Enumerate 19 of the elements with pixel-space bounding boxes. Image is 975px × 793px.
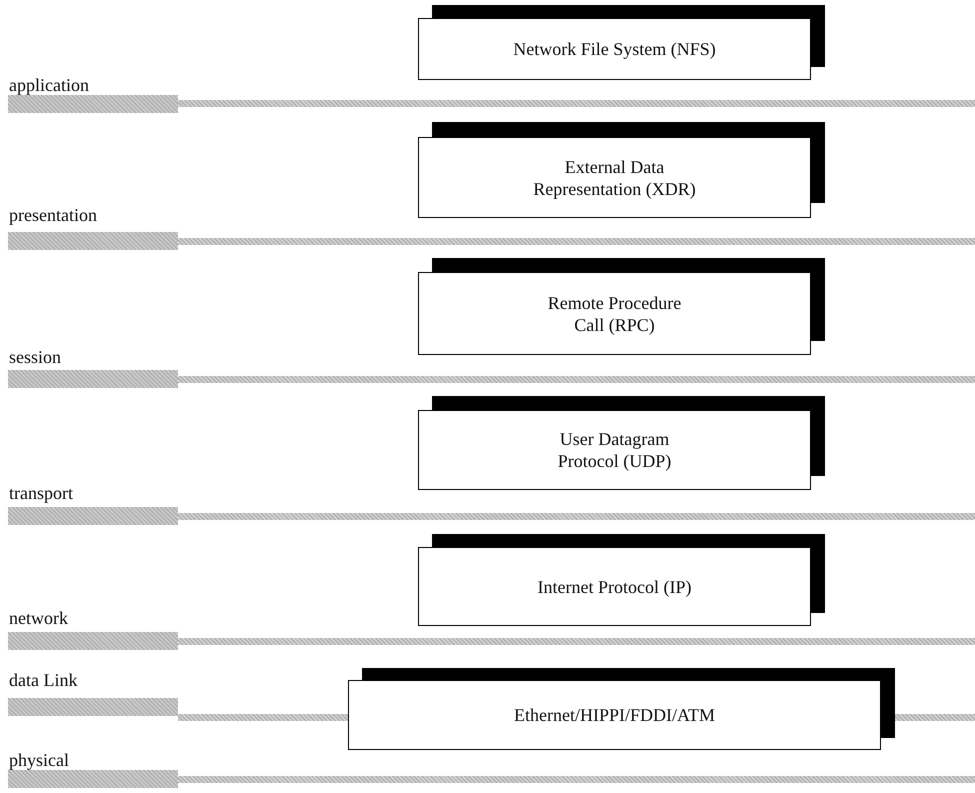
layer-label: session	[9, 347, 62, 368]
layer-label: data Link	[9, 670, 78, 691]
protocol-box	[348, 668, 895, 750]
protocol-box	[418, 396, 825, 490]
protocol-name: External Data Representation (XDR)	[532, 156, 697, 200]
protocol-name: Ethernet/HIPPI/FDDI/ATM	[514, 704, 715, 726]
layer-label: application	[9, 75, 89, 96]
protocol-name: User Datagram Protocol (UDP)	[556, 428, 672, 472]
layer-label: physical	[9, 750, 69, 771]
layer-label: presentation	[9, 205, 97, 226]
protocol-box	[418, 534, 825, 626]
protocol-name: Internet Protocol (IP)	[538, 576, 692, 598]
layer-label: transport	[9, 483, 73, 504]
layer-label: network	[9, 608, 68, 629]
protocol-box	[418, 5, 825, 80]
protocol-box	[418, 122, 825, 218]
protocol-name: Network File System (NFS)	[513, 38, 716, 60]
protocol-name: Remote Procedure Call (RPC)	[546, 292, 682, 336]
protocol-box	[418, 258, 825, 355]
